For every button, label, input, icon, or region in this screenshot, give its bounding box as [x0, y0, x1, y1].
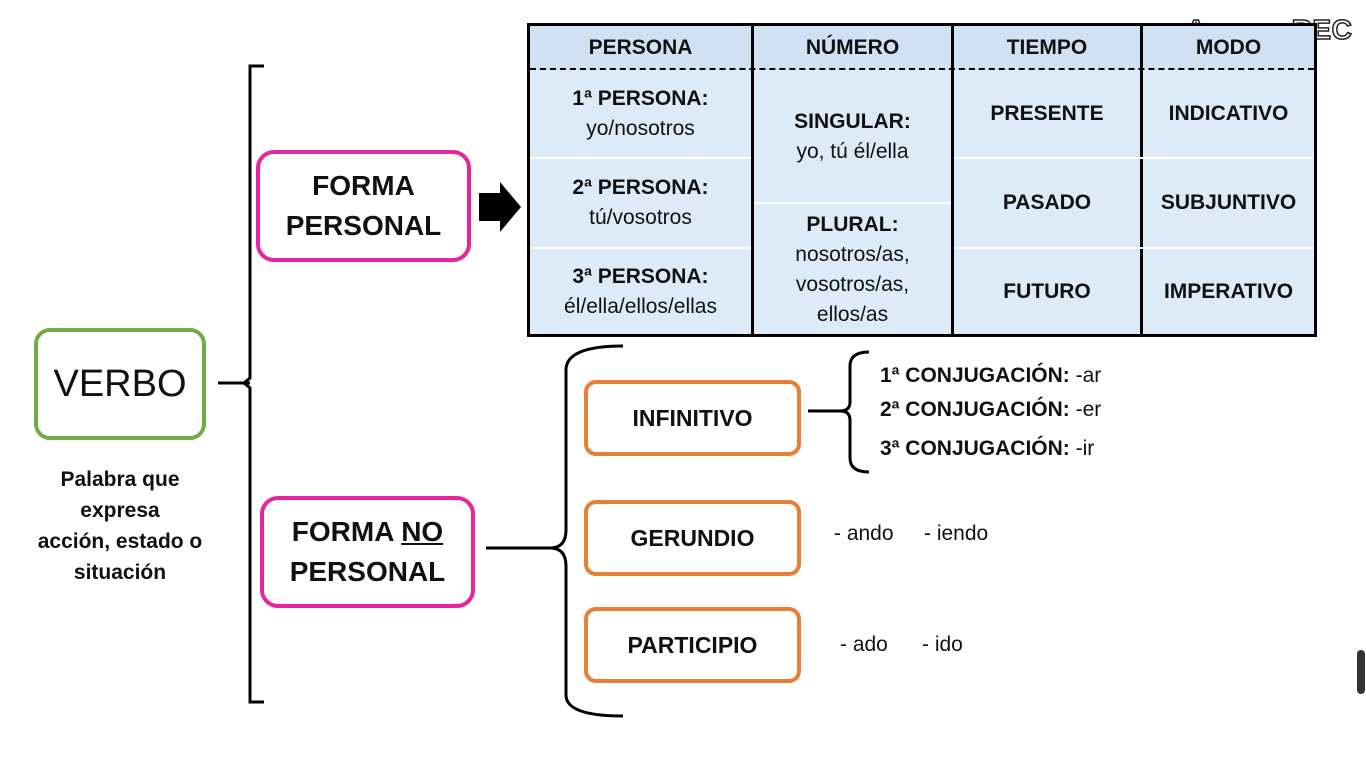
persona-1-title: 1ª PERSONA:	[572, 87, 709, 110]
persona-3: 3ª PERSONA: él/ella/ellos/ellas	[530, 249, 751, 335]
forma-personal-box: FORMA PERSONAL	[256, 150, 471, 262]
modo-subjuntivo: SUBJUNTIVO	[1160, 191, 1297, 214]
col-divider	[1140, 26, 1143, 334]
conjugacion-3: 3ª CONJUGACIÓN: -ir	[880, 437, 1094, 461]
row-divider	[954, 157, 1314, 159]
gerundio-suffix-2: - iendo	[924, 522, 989, 545]
infinitivo-label: INFINITIVO	[632, 404, 753, 431]
row-divider	[954, 247, 1314, 249]
header-persona: PERSONA	[530, 26, 751, 70]
forma-personal-line1: FORMA	[312, 170, 415, 201]
participio-suffix-1: - ado	[840, 633, 888, 656]
numero-plural: PLURAL: nosotros/as, vosotros/as, ellos/…	[754, 204, 951, 335]
plural-text: ellos/as	[816, 302, 889, 326]
participio-box: PARTICIPIO	[584, 607, 801, 683]
persona-2: 2ª PERSONA: tú/vosotros	[530, 159, 751, 247]
conjugacion-2-title: 2ª CONJUGACIÓN:	[880, 398, 1070, 421]
no-underlined: NO	[401, 516, 444, 547]
persona-2-text: tú/vosotros	[589, 206, 692, 229]
participio-label: PARTICIPIO	[627, 631, 758, 658]
verbo-box: VERBO	[34, 328, 206, 440]
persona-3-title: 3ª PERSONA:	[572, 265, 709, 288]
plural-text: vosotros/as,	[795, 272, 910, 296]
row-divider	[530, 157, 751, 159]
forma-no-personal-prefix: FORMA	[291, 516, 402, 547]
conjugacion-1-ending: -ar	[1069, 364, 1102, 387]
conjugacion-3-title: 3ª CONJUGACIÓN:	[880, 437, 1070, 460]
forma-personal-line2: PERSONAL	[285, 210, 442, 241]
participio-suffix-2: - ido	[922, 633, 963, 656]
persona-3-text: él/ella/ellos/ellas	[564, 295, 717, 318]
header-numero: NÚMERO	[754, 26, 951, 70]
plural-text: nosotros/as,	[795, 242, 910, 266]
arrow-right-icon	[479, 182, 521, 232]
header-tiempo: TIEMPO	[954, 26, 1140, 70]
conjugacion-3-ending: -ir	[1069, 437, 1095, 460]
forma-no-personal-line1: FORMA NO	[292, 512, 443, 552]
infinitivo-box: INFINITIVO	[584, 380, 801, 456]
row-divider	[530, 247, 751, 249]
col-divider	[751, 26, 754, 334]
definition-line: expresa	[80, 499, 160, 522]
singular-title: SINGULAR:	[794, 109, 911, 133]
singular-text: yo, tú él/ella	[796, 139, 909, 163]
numero-singular: SINGULAR: yo, tú él/ella	[754, 71, 951, 202]
definition-line: Palabra que	[60, 468, 180, 491]
conjugacion-2-ending: -er	[1069, 398, 1102, 421]
row-divider	[754, 202, 951, 204]
gerundio-box: GERUNDIO	[584, 500, 801, 576]
gerundio-suffix-1: - ando	[834, 522, 894, 545]
verbo-label: VERBO	[53, 362, 187, 405]
persona-1: 1ª PERSONA: yo/nosotros	[530, 71, 751, 157]
persona-2-title: 2ª PERSONA:	[572, 176, 709, 199]
definition-line: acción, estado o	[37, 530, 203, 553]
modo-indicativo: INDICATIVO	[1168, 102, 1289, 125]
forma-no-personal-box: FORMA NO PERSONAL	[260, 496, 475, 608]
gerundio-label: GERUNDIO	[630, 524, 755, 551]
persona-1-text: yo/nosotros	[586, 117, 695, 140]
header-modo: MODO	[1143, 26, 1314, 70]
personal-table: PERSONA NÚMERO TIEMPO MODO 1ª PERSONA: y…	[527, 23, 1317, 337]
plural-title: PLURAL:	[806, 212, 899, 236]
conjugacion-1: 1ª CONJUGACIÓN: -ar	[880, 364, 1101, 388]
forma-no-personal-line2: PERSONAL	[289, 556, 446, 587]
infinitivo-brace	[839, 350, 870, 474]
conjugacion-1-title: 1ª CONJUGACIÓN:	[880, 364, 1070, 387]
definition-line: situación	[73, 561, 167, 584]
modo-imperativo: IMPERATIVO	[1163, 280, 1294, 303]
col-divider	[951, 26, 954, 334]
header-divider	[530, 68, 1314, 70]
tiempo-futuro: FUTURO	[1003, 280, 1091, 303]
conjugacion-2: 2ª CONJUGACIÓN: -er	[880, 398, 1101, 422]
tiempo-presente: PRESENTE	[990, 102, 1104, 125]
verbo-definition: Palabra que expresa acción, estado o sit…	[30, 464, 210, 588]
tiempo-pasado: PASADO	[1002, 191, 1092, 214]
scrollbar-handle[interactable]	[1357, 650, 1365, 694]
